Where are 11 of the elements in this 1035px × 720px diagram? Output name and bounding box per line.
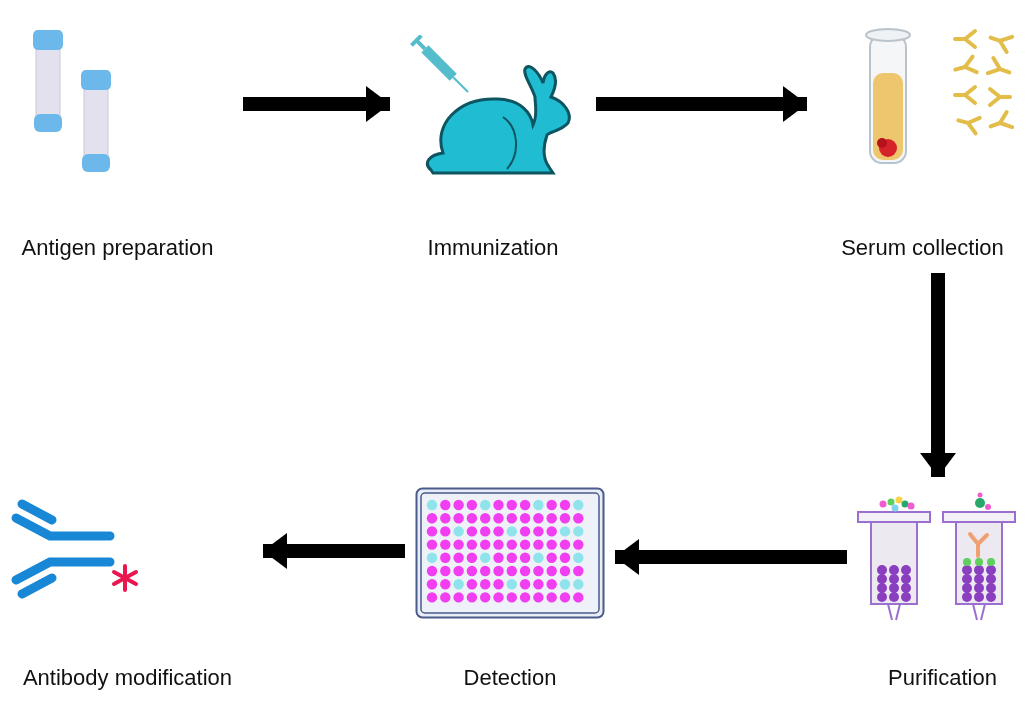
step-label: Antigen preparation — [21, 235, 214, 261]
arrow — [263, 533, 405, 569]
arrow — [615, 539, 847, 575]
step-label: Purification — [888, 665, 997, 691]
step-label: Serum collection — [841, 235, 1004, 261]
arrow — [920, 273, 956, 477]
step-label: Antibody modification — [22, 665, 233, 691]
arrow — [243, 86, 390, 122]
step-label: Immunization — [427, 235, 559, 261]
step-label: Detection — [463, 665, 557, 691]
arrow — [596, 86, 807, 122]
